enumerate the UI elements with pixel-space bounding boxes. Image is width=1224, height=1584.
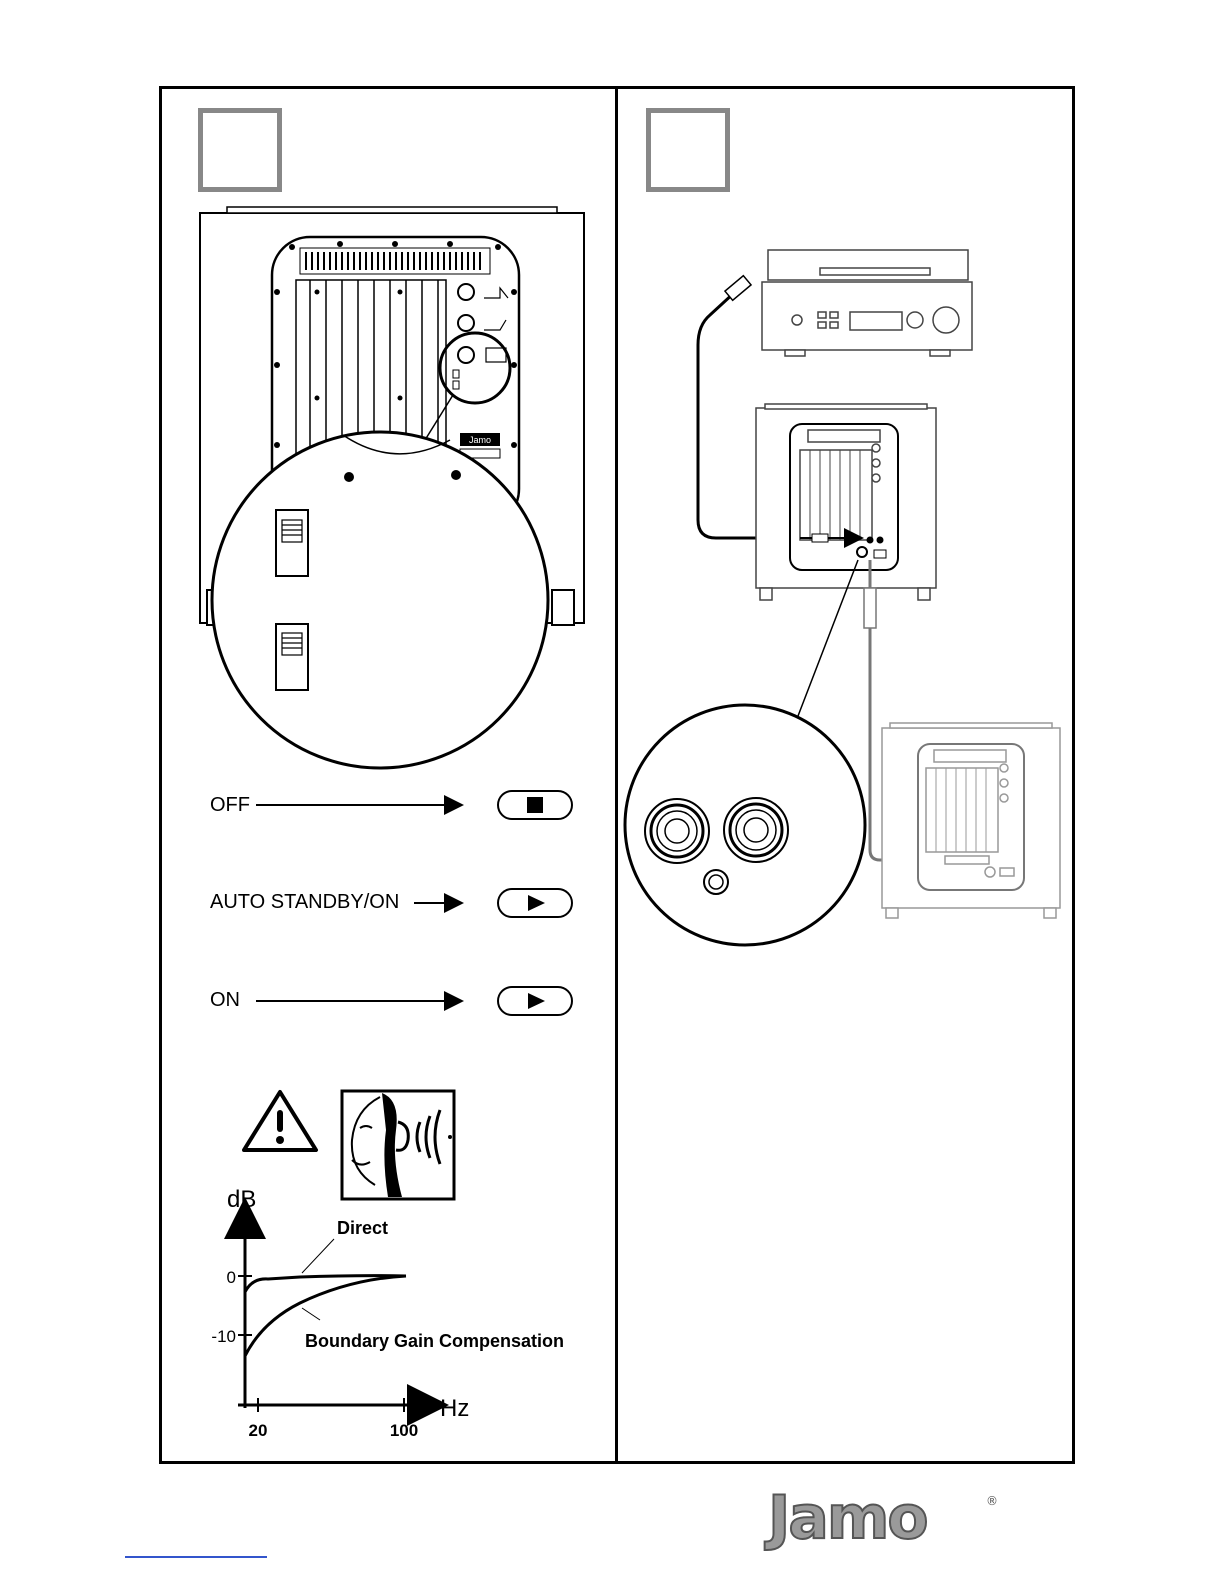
brand-mark: ® <box>986 1494 998 1508</box>
rca-jack-right <box>724 798 788 862</box>
rca-jack-left <box>645 799 709 863</box>
subwoofer-main <box>756 404 936 600</box>
subwoofer-secondary <box>882 723 1060 918</box>
brand-name: Jamo <box>768 1483 927 1553</box>
av-receiver <box>762 250 972 356</box>
footer-link-underline <box>125 1556 267 1558</box>
small-jack <box>704 870 728 894</box>
jamo-logo: Jamo ® <box>768 1488 998 1548</box>
